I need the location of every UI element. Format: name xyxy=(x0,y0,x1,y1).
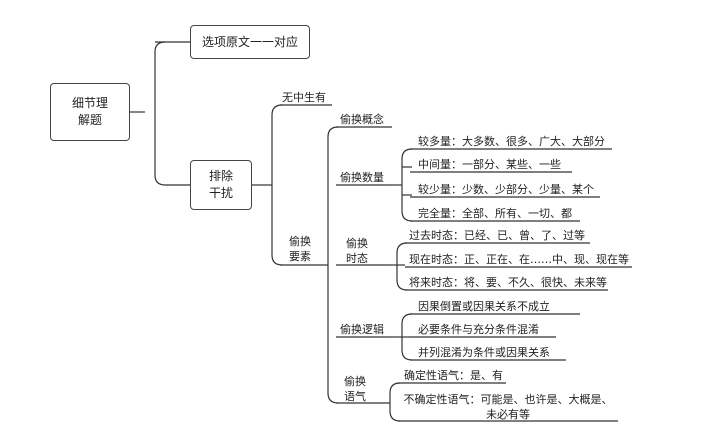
swap-concept-label: 偷换概念 xyxy=(340,113,384,126)
tone-item: 不确定性语气：可能是、也许是、大概是、 未必有等 xyxy=(403,393,613,421)
logic-item: 并列混淆为条件或因果关系 xyxy=(418,346,550,359)
exclude-interference-node: 排除 干扰 xyxy=(190,160,252,210)
swap-tone-label: 偷换 语气 xyxy=(344,375,366,403)
tense-item: 过去时态：已经、已、曾、了、过等 xyxy=(409,229,585,242)
swap-elements-label: 偷换 要素 xyxy=(289,235,311,263)
swap-logic-label: 偷换逻辑 xyxy=(340,323,384,336)
fabricate-label: 无中生有 xyxy=(282,91,326,104)
swap-tense-label: 偷换 时态 xyxy=(346,237,368,265)
quantity-item: 较少量：少数、少部分、少量、某个 xyxy=(418,183,594,196)
swap-quantity-label: 偷换数量 xyxy=(340,171,384,184)
quantity-item: 中间量：一部分、某些、一些 xyxy=(418,158,561,171)
tense-item: 现在时态：正、正在、在……中、现、现在等 xyxy=(409,253,629,266)
match-original-node: 选项原文一一对应 xyxy=(190,25,310,59)
tone-item: 确定性语气：是、有 xyxy=(404,369,503,382)
root-node: 细节理 解题 xyxy=(50,83,130,141)
quantity-item: 较多量：大多数、很多、广大、大部分 xyxy=(418,135,605,148)
logic-item: 因果倒置或因果关系不成立 xyxy=(418,300,550,313)
logic-item: 必要条件与充分条件混淆 xyxy=(418,323,539,336)
quantity-item: 完全量：全部、所有、一切、都 xyxy=(418,207,572,220)
tense-item: 将来时态：将、要、不久、很快、未来等 xyxy=(409,276,607,289)
